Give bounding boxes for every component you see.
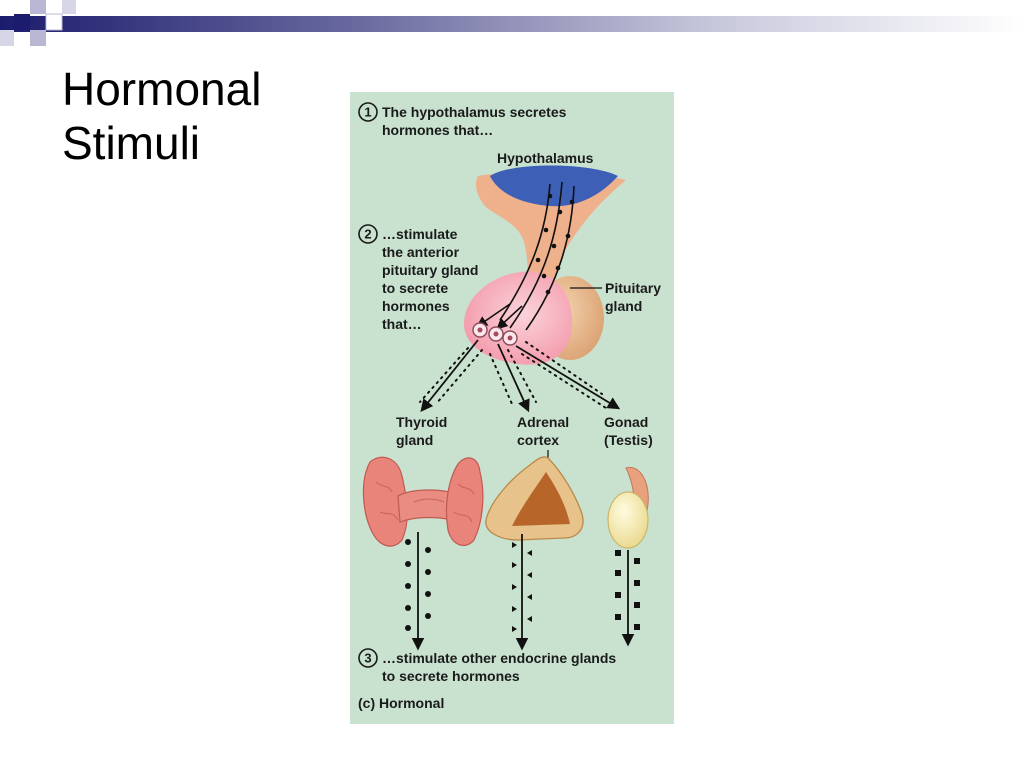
step-2-text-line-3: pituitary gland [382, 262, 478, 278]
thyroid-hormone-dots [405, 539, 431, 631]
step-1-circle [358, 102, 378, 122]
slide-title: Hormonal Stimuli [62, 62, 261, 170]
gonad-label-line-1: Gonad [604, 414, 648, 430]
adrenal-label-line-2: cortex [517, 432, 559, 448]
step-1-text-line-1: The hypothalamus secretes [382, 104, 567, 120]
anterior-pituitary-cells [472, 322, 518, 346]
step-2-text-line-6: that… [382, 316, 422, 332]
adrenal-hormone-triangles [512, 542, 532, 632]
hypothalamus-label: Hypothalamus [497, 150, 594, 166]
gonad-label-line-2: (Testis) [604, 432, 653, 448]
axon-2 [509, 181, 563, 329]
thyroid-hormone-stream [405, 532, 431, 651]
pituitary-label-line-1: Pituitary [605, 280, 661, 296]
thyroid-gland [362, 456, 484, 547]
step-2-text-line-1: …stimulate [382, 226, 458, 242]
arrow-to-adrenal [497, 343, 530, 413]
testis [607, 491, 649, 549]
testis-hormone-squares [615, 550, 640, 630]
step-3: 3 …stimulate other endocrine glands to s… [358, 648, 616, 684]
step-2-number: 2 [364, 227, 371, 242]
axon-1 [499, 183, 551, 321]
step-3-text-line-2: to secrete hormones [382, 668, 520, 684]
thyroid-left-lobe [362, 456, 408, 547]
pituitary-label-line-2: gland [605, 298, 642, 314]
portal-arrow-2 [496, 305, 523, 330]
step-2: 2 …stimulate the anterior pituitary glan… [358, 224, 478, 332]
step-1: 1 The hypothalamus secretes hormones tha… [358, 102, 567, 138]
adrenal-gland [485, 450, 584, 541]
step-3-text-line-1: …stimulate other endocrine glands [382, 650, 616, 666]
thyroid-right-lobe [445, 457, 484, 547]
dots-thyroid-a [419, 347, 469, 403]
hypothalamus-pituitary-illustration [464, 165, 626, 365]
dots-adrenal-a [489, 353, 513, 405]
arrow-to-gonad [515, 345, 621, 410]
dots-thyroid-b [435, 349, 483, 405]
step-2-circle [358, 224, 378, 244]
axon-vesicles [535, 193, 575, 295]
adrenal-hormone-stream [512, 534, 532, 651]
thyroid-texture [375, 481, 475, 523]
slide-header-pattern [0, 0, 1024, 46]
step-2-text-line-4: to secrete [382, 280, 448, 296]
thyroid-label-line-2: gland [396, 432, 433, 448]
slide-title-line-1: Hormonal [62, 63, 262, 115]
anterior-pituitary [464, 271, 572, 365]
arrow-to-thyroid [420, 339, 479, 412]
tropic-hormone-arrows [419, 339, 621, 413]
dots-gonad-a [525, 341, 603, 395]
thyroid-label-line-1: Thyroid [396, 414, 447, 430]
adrenal-medulla [512, 472, 570, 526]
step-1-text-line-2: hormones that… [382, 122, 493, 138]
slide-title-line-2: Stimuli [62, 117, 201, 169]
portal-arrow-1 [476, 303, 511, 328]
figure-caption: (c) Hormonal [358, 695, 444, 711]
adrenal-label-line-1: Adrenal [517, 414, 569, 430]
step-1-number: 1 [364, 105, 371, 120]
step-2-text-line-5: hormones [382, 298, 450, 314]
step-3-number: 3 [364, 651, 371, 666]
hormonal-stimuli-diagram: 1 The hypothalamus secretes hormones tha… [350, 92, 674, 724]
step-3-circle [358, 648, 378, 668]
testis-gonad [607, 466, 649, 549]
testis-hormone-stream [615, 550, 640, 647]
step-2-text-line-2: the anterior [382, 244, 460, 260]
hypothalamus [490, 165, 618, 207]
